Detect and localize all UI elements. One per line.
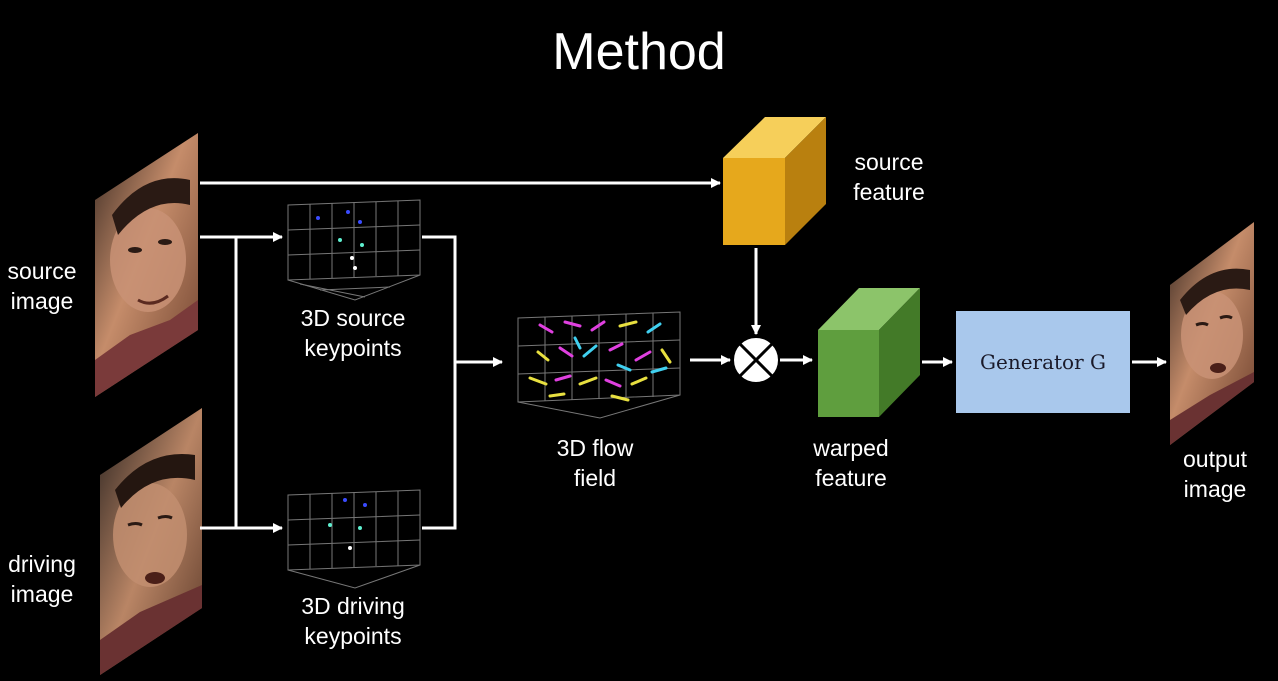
driving-keypoints-label: 3D driving keypoints: [283, 591, 423, 651]
flow-vectors: [528, 320, 672, 402]
flow-field-label-line1: 3D flow: [556, 435, 634, 461]
source-feature-label-line2: feature: [853, 179, 925, 205]
driving-keypoints: [328, 498, 367, 550]
source-image-label-line1: source: [7, 258, 77, 284]
source-image-photo: [95, 133, 198, 397]
source-feature-cube: [723, 117, 826, 245]
connectors: [200, 178, 1167, 533]
source-image-label: source image: [4, 256, 80, 316]
warped-feature-label-line1: warped: [813, 435, 889, 461]
source-feature-label: source feature: [836, 147, 942, 207]
output-image-label: output image: [1160, 444, 1270, 504]
multiply-circle-icon: [732, 336, 780, 384]
warped-feature-label: warped feature: [796, 433, 906, 493]
source-image-label-line2: image: [10, 288, 74, 314]
driving-image-photo: [100, 408, 202, 675]
generator-label: Generator G: [980, 350, 1106, 374]
source-keypoints: [316, 210, 364, 270]
source-keypoints-label: 3D source keypoints: [283, 303, 423, 363]
driving-image-label: driving image: [4, 549, 80, 609]
page-title: Method: [552, 23, 726, 81]
driving-keypoints-label-line1: 3D driving: [301, 593, 405, 619]
source-keypoints-label-line2: keypoints: [304, 335, 402, 361]
driving-keypoints-grid: [287, 489, 421, 589]
flow-field-label-line2: field: [573, 465, 617, 491]
source-keypoints-grid: [287, 199, 421, 301]
warped-feature-cube: [818, 288, 920, 417]
generator-box: [956, 311, 1130, 413]
flow-field-grid: [517, 311, 681, 419]
merge-bracket: [422, 235, 457, 530]
output-image-label-line2: image: [1183, 476, 1247, 502]
output-image-label-line1: output: [1183, 446, 1247, 472]
driving-image-label-line1: driving: [8, 551, 76, 577]
driving-image-label-line2: image: [10, 581, 74, 607]
warped-feature-label-line2: feature: [815, 465, 887, 491]
output-image-photo: [1170, 222, 1254, 445]
source-keypoints-label-line1: 3D source: [300, 305, 406, 331]
flow-field-label: 3D flow field: [535, 433, 655, 493]
driving-keypoints-label-line2: keypoints: [304, 623, 402, 649]
source-feature-label-line1: source: [854, 149, 924, 175]
